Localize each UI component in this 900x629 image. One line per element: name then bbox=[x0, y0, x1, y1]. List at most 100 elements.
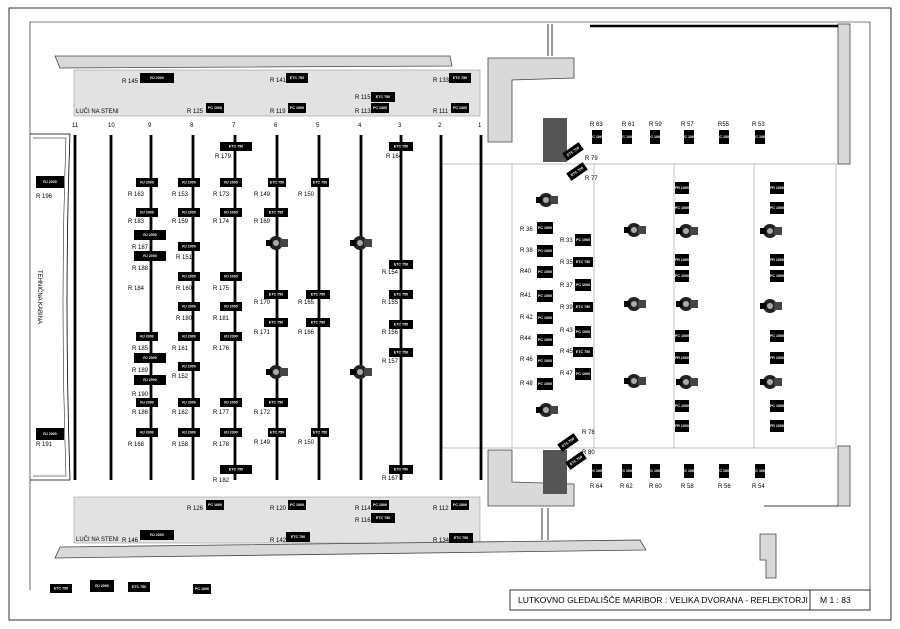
circuit-label: R 54 bbox=[752, 484, 765, 490]
circuit-label: R 185 bbox=[132, 346, 149, 352]
fixture-type-label: RJ 2000 bbox=[224, 181, 238, 185]
fixture-body bbox=[592, 464, 602, 478]
bar-number: 6 bbox=[274, 123, 278, 129]
spotlight-icon bbox=[676, 224, 698, 238]
spotlight-center bbox=[767, 379, 773, 385]
spotlight-icon bbox=[676, 375, 698, 389]
fixture-type-label: FR 1000 bbox=[770, 258, 784, 262]
fixture-body bbox=[675, 352, 689, 364]
spotlight-center bbox=[543, 407, 549, 413]
fixture-body bbox=[178, 302, 200, 311]
fixture-rj: RJ 2000 bbox=[134, 251, 166, 261]
fixture-body bbox=[136, 178, 158, 187]
fixture-type-label: PC 1000 bbox=[648, 469, 662, 473]
fixture-type-label: PC 1000 bbox=[208, 106, 222, 110]
fixture-pc: PC 1000 bbox=[575, 279, 591, 291]
circuit-label: R 176 bbox=[213, 346, 230, 352]
fixture-body bbox=[451, 500, 469, 510]
fixture-type-label: RJ 2000 bbox=[143, 233, 157, 237]
title-block bbox=[509, 589, 871, 611]
fixture-body bbox=[537, 222, 553, 234]
circuit-label: R 46 bbox=[520, 357, 533, 363]
bar-number: 10 bbox=[108, 123, 115, 129]
bottom-wall-lights-band bbox=[73, 496, 481, 544]
fixture-body bbox=[136, 398, 158, 407]
fixture-etc: ETC 750 bbox=[389, 465, 413, 474]
spotlight-yoke bbox=[676, 379, 682, 385]
fixture-type-label: RJ 2000 bbox=[182, 305, 196, 309]
fixture-type-label: ETC 750 bbox=[269, 321, 283, 325]
fixture-type-label: PC 1000 bbox=[538, 382, 552, 386]
fixture-pc: PC 1000 bbox=[770, 202, 784, 214]
spotlight-yoke bbox=[624, 378, 630, 384]
technical-booth-inner bbox=[33, 137, 67, 477]
circuit-label: R 167 bbox=[382, 476, 399, 482]
fixture-type-label: ETC 750 bbox=[394, 323, 408, 327]
circuit-label: R 33 bbox=[560, 238, 573, 244]
fixture-pc: PC 1000 bbox=[575, 368, 591, 380]
fixture-fr: FR 1000 bbox=[770, 352, 784, 364]
spotlight-lens bbox=[690, 227, 698, 235]
fixture-body bbox=[389, 142, 413, 151]
fixture-pc: PC 1000 bbox=[648, 464, 662, 478]
fixture-type-label: ETC 750 bbox=[376, 95, 390, 99]
fixture-body bbox=[650, 464, 660, 478]
spotlight-lens bbox=[774, 302, 782, 310]
fixture-body bbox=[537, 245, 553, 257]
fixture-body bbox=[268, 428, 286, 437]
fixture-body bbox=[537, 378, 553, 390]
fixture-body bbox=[264, 290, 288, 299]
fixture-type-label: RJ 2000 bbox=[143, 378, 157, 382]
fixture-rj: RJ 2000 bbox=[36, 176, 64, 188]
spotlight-lens bbox=[280, 239, 288, 247]
spotlight-lens bbox=[550, 196, 558, 204]
fixture-pc: PC 1000 bbox=[537, 378, 553, 390]
right-wall-top bbox=[837, 23, 851, 165]
circuit-label: R 116 bbox=[355, 518, 371, 524]
circuit-label: R 134 bbox=[433, 538, 450, 544]
fixture-body bbox=[134, 375, 166, 385]
fixture-etc: ETC 750 bbox=[371, 92, 395, 102]
fixture-etc: ETC 750 bbox=[389, 320, 413, 329]
fixture-body bbox=[622, 130, 632, 144]
fixture-body bbox=[286, 532, 310, 542]
fixture-rj: RJ 2000 bbox=[178, 178, 200, 187]
fixture-etc: ETC 750 bbox=[389, 348, 413, 357]
fixture-rj: RJ 2000 bbox=[220, 208, 242, 217]
circuit-label: R 142 bbox=[270, 538, 287, 544]
circuit-label: R 196 bbox=[36, 194, 53, 200]
fixture-body bbox=[371, 513, 395, 523]
circuit-label: R 150 bbox=[298, 440, 315, 446]
fixture-body bbox=[220, 272, 242, 281]
fixture-type-label: PC 1000 bbox=[770, 334, 784, 338]
fixture-type-label: PC 1000 bbox=[675, 274, 689, 278]
fixture-body bbox=[50, 584, 72, 593]
fixture-body bbox=[719, 464, 729, 478]
fixture-type-label: ETC 750 bbox=[576, 350, 590, 354]
fixture-body bbox=[575, 368, 591, 380]
fixture-type-label: PC 1000 bbox=[590, 469, 604, 473]
fixture-type-label: RJ 2000 bbox=[140, 401, 154, 405]
spotlight-icon bbox=[760, 299, 782, 313]
fixture-rj: RJ 2000 bbox=[178, 398, 200, 407]
fixture-type-label: FR 1000 bbox=[675, 186, 689, 190]
circuit-label: R41 bbox=[520, 293, 532, 299]
fixture-etc: ETC 750 bbox=[220, 465, 252, 474]
fixture-type-label: ETC 750 bbox=[269, 401, 283, 405]
fixture-body bbox=[755, 130, 765, 144]
fixture-pc: PC 1000 bbox=[537, 245, 553, 257]
fixture-etc: ETC 750 bbox=[557, 433, 579, 452]
fixture-rj: RJ 2000 bbox=[140, 73, 174, 83]
bar-number: 5 bbox=[316, 123, 320, 129]
fixture-type-label: RJ 2000 bbox=[140, 181, 154, 185]
fixture-type-label: ETC 750 bbox=[561, 437, 575, 448]
circuit-label: R 184 bbox=[128, 286, 145, 292]
bar-number: 7 bbox=[232, 123, 236, 129]
bar-number: 1 bbox=[478, 123, 482, 129]
fixture-type-label: FR 1000 bbox=[675, 424, 689, 428]
fixture-etc: ETC 750 bbox=[389, 290, 413, 299]
fixture-etc: ETC 750 bbox=[573, 347, 593, 357]
fixture-body bbox=[684, 464, 694, 478]
fixture-type-label: RJ 2000 bbox=[43, 432, 57, 436]
